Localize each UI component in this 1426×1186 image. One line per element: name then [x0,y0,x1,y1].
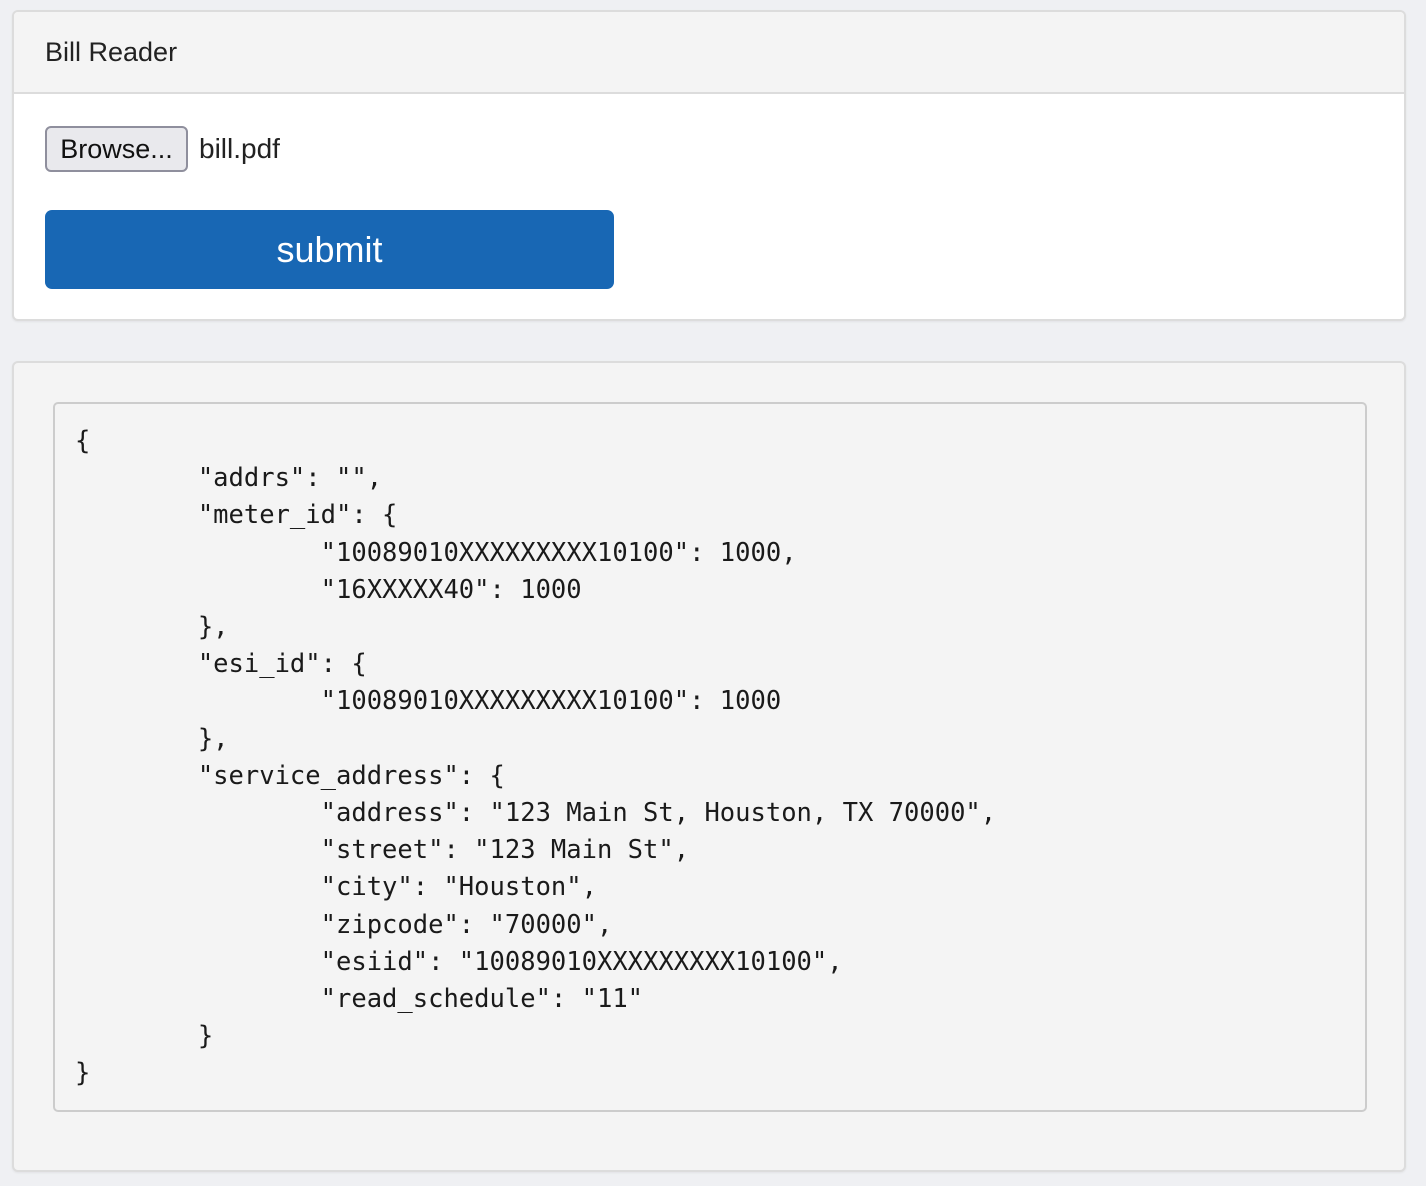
selected-file-name: bill.pdf [199,133,280,164]
json-output[interactable]: { "addrs": "", "meter_id": { "10089010XX… [53,402,1367,1112]
submit-button[interactable]: submit [45,210,614,289]
file-input[interactable]: Browse... bill.pdf [45,126,280,172]
browse-button[interactable]: Browse... [45,126,188,172]
result-card: { "addrs": "", "meter_id": { "10089010XX… [12,361,1406,1172]
card-header: Bill Reader [14,12,1404,94]
upload-card: Bill Reader Browse... bill.pdf submit [12,10,1406,321]
page-title: Bill Reader [45,36,178,67]
